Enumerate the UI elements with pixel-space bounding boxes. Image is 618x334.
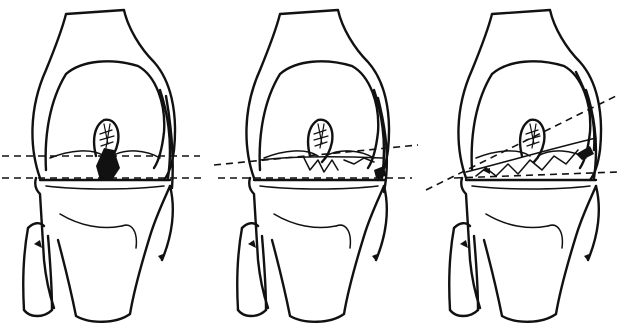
ligament-stretched (304, 158, 338, 172)
knee-panel-1 (2, 10, 204, 322)
knee-panel-2 (214, 10, 418, 322)
ligament-intact (96, 148, 120, 180)
knee-panel-3 (426, 10, 618, 322)
